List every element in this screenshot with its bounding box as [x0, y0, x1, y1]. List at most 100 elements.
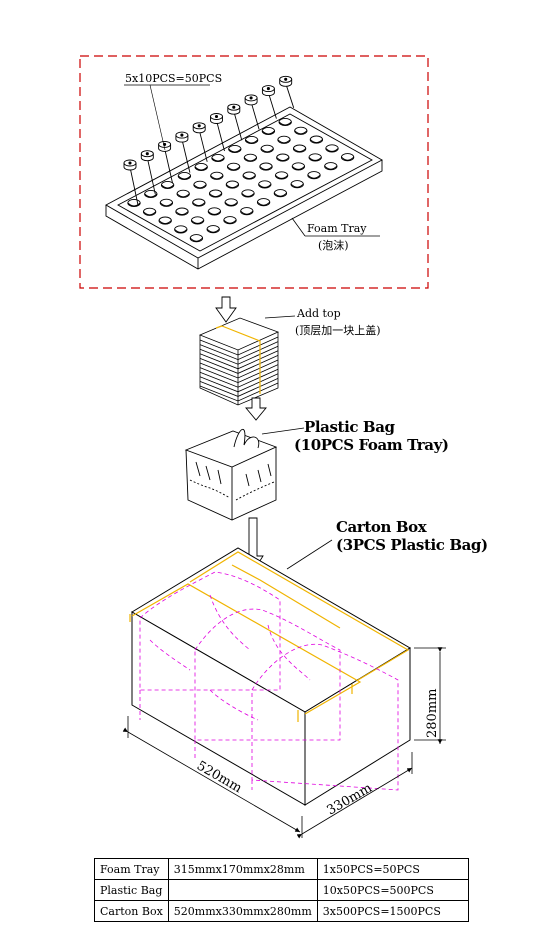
tray-hole-shadow [277, 139, 291, 144]
tray-hole [158, 216, 172, 225]
foam-tray-frame [79, 55, 429, 289]
pin-leader-line [250, 101, 260, 130]
tray-hole-shadow [208, 211, 221, 215]
tray-hole-shadow [278, 121, 292, 126]
tray-hole [325, 144, 339, 153]
tray-hole [142, 207, 157, 216]
table-cell: 520mmx330mmx280mm [167, 900, 318, 922]
carton-box-label: Carton Box [336, 518, 428, 536]
tray-hole-shadow [259, 166, 273, 171]
tray-hole [260, 144, 274, 153]
tray-hole-shadow [275, 175, 288, 179]
carton-box-sub-label: (3PCS Plastic Bag) [336, 536, 488, 554]
tray-hole [292, 144, 307, 153]
tray-hole [291, 162, 306, 171]
table-row: Plastic Bag 10x50PCS=500PCS [94, 879, 469, 901]
table-cell: 10x50PCS=500PCS [316, 879, 469, 901]
tray-hole-shadow [178, 175, 191, 180]
component-pin [140, 150, 154, 162]
tray-hole [192, 198, 206, 207]
tray-hole-shadow [144, 193, 158, 198]
pin-leader-line [285, 83, 295, 108]
tray-hole [340, 153, 355, 162]
tray-hole [206, 225, 220, 234]
tray-hole-shadow [290, 183, 304, 188]
plastic-bag-illustration [184, 429, 278, 521]
tray-hole-shadow [161, 184, 174, 189]
tray-hole-shadow [190, 237, 203, 242]
tray-hole [210, 171, 224, 180]
tray-hole-shadow [209, 193, 222, 198]
tray-hole-shadow [176, 193, 190, 198]
pin-leader-line [164, 148, 174, 184]
tray-hole [144, 189, 158, 199]
tray-hole-shadow [241, 193, 255, 197]
tray-count-label: 5x10PCS=50PCS [125, 72, 222, 85]
tray-hole [226, 162, 241, 171]
tray-hole [294, 126, 308, 135]
tray-hole-shadow [160, 202, 173, 207]
tray-hole [324, 162, 338, 171]
foam-tray-cn-label: (泡沫) [318, 238, 349, 252]
tray-hole [193, 180, 207, 189]
component-pin [158, 140, 172, 152]
tray-hole-shadow [158, 220, 172, 225]
pin-leader-line [129, 166, 139, 206]
table-cell: 315mmx170mmx28mm [167, 858, 318, 880]
height-dimension-label: 280mm [425, 689, 440, 738]
tray-hole-shadow [211, 157, 225, 162]
tray-hole [242, 171, 256, 180]
tray-hole [175, 207, 189, 216]
component-pin [210, 113, 223, 124]
tray-hole-shadow [223, 219, 237, 224]
tray-hole-shadow [324, 165, 338, 170]
tray-hole-shadow [228, 148, 242, 153]
tray-hole-shadow [174, 229, 188, 233]
tray-hole [127, 198, 141, 208]
tray-hole-shadow [244, 157, 257, 162]
tray-hole-shadow [293, 148, 306, 153]
pin-leader-line [181, 138, 191, 173]
tray-hole [308, 153, 322, 162]
foam-tray-label: Foam Tray [307, 222, 367, 235]
tray-hole-shadow [258, 184, 272, 188]
tray-hole [276, 153, 290, 162]
tray-hole-shadow [276, 157, 290, 162]
tray-hole-shadow [260, 148, 274, 153]
tray-hole [177, 171, 192, 181]
tray-hole [174, 225, 188, 234]
tray-hole-shadow [308, 157, 322, 161]
tray-hole-shadow [175, 211, 189, 216]
tray-hole-shadow [274, 192, 287, 197]
table-cell: Carton Box [94, 900, 169, 922]
tray-hole [160, 180, 175, 190]
stacked-trays-illustration [198, 317, 280, 406]
tray-hole [277, 135, 291, 144]
tray-hole [244, 135, 259, 145]
tray-hole [243, 153, 258, 162]
tray-hole [224, 198, 238, 207]
tray-hole-shadow [262, 130, 275, 135]
plastic-bag-label: Plastic Bag [304, 418, 396, 436]
down-arrow-1 [215, 296, 237, 323]
carton-box-illustration [122, 547, 446, 839]
add-top-label: Add top [296, 307, 341, 320]
tray-hole-shadow [341, 156, 354, 161]
tray-hole [208, 189, 223, 198]
tray-hole-shadow [240, 210, 254, 215]
tray-hole [259, 162, 273, 171]
tray-hole-shadow [227, 166, 240, 171]
tray-hole [223, 216, 237, 225]
tray-hole [189, 234, 204, 243]
tray-hole [159, 198, 174, 207]
tray-hole [278, 117, 292, 127]
tray-hole-shadow [292, 166, 305, 170]
tray-hole [194, 162, 208, 172]
tray-hole-shadow [325, 148, 339, 152]
pin-leader-line [267, 92, 277, 119]
tray-hole [307, 171, 321, 180]
pin-leader-line [233, 111, 243, 141]
tray-hole [309, 135, 324, 144]
tray-hole-shadow [307, 174, 321, 179]
